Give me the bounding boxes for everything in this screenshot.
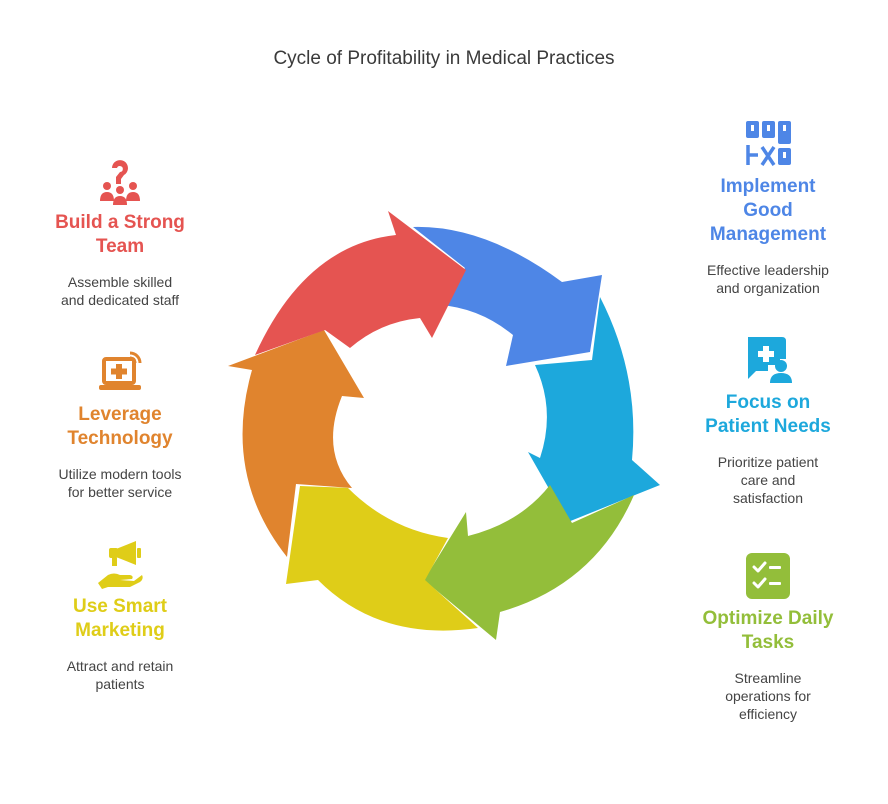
team-question-icon — [100, 160, 140, 205]
description-line: Effective leadership — [707, 262, 829, 278]
item-patient-needs: Focus on Patient Needs Prioritize patien… — [676, 335, 860, 507]
management-board-icon — [746, 121, 791, 166]
heading-line: Optimize Daily — [702, 608, 834, 629]
heading-line: Team — [95, 236, 145, 257]
page-title: Cycle of Profitability in Medical Practi… — [273, 48, 615, 69]
heading-line: Tasks — [741, 632, 795, 653]
heading-line: Good — [743, 200, 793, 221]
heading-line: Technology — [67, 428, 173, 449]
heading-line: Leverage — [78, 404, 162, 425]
laptop-medical-icon — [99, 351, 142, 390]
patient-care-icon — [748, 337, 792, 383]
description-line: Streamline — [734, 670, 802, 686]
item-good-management: Implement Good Management Effective lead… — [676, 119, 860, 297]
arrow-segment-red — [255, 211, 466, 355]
description-line: and dedicated staff — [60, 292, 180, 308]
arrow-segment-cyan — [528, 297, 660, 522]
description-line: Prioritize patient — [717, 454, 819, 470]
item-smart-marketing: Use Smart Marketing Attract and retain p… — [28, 539, 212, 693]
description-line: operations for — [725, 688, 811, 704]
heading-line: Build a Strong — [55, 212, 185, 233]
arrow-segment-blue — [413, 226, 602, 366]
item-daily-tasks: Optimize Daily Tasks Streamline operatio… — [676, 551, 860, 723]
megaphone-hand-icon — [98, 541, 143, 589]
description-line: for better service — [67, 484, 173, 500]
heading-line: Focus on — [725, 392, 811, 413]
heading-line: Use Smart — [73, 596, 167, 617]
description-line: Utilize modern tools — [58, 466, 182, 482]
arrow-segment-yellow — [286, 486, 478, 631]
heading-line: Implement — [720, 176, 816, 197]
description-line: Assemble skilled — [67, 274, 173, 290]
description-line: patients — [95, 676, 145, 692]
heading-line: Marketing — [75, 620, 165, 641]
description-line: Attract and retain — [66, 658, 174, 674]
item-leverage-technology: Leverage Technology Utilize modern tools… — [28, 347, 212, 501]
description-line: satisfaction — [732, 490, 804, 506]
heading-line: Patient Needs — [705, 416, 831, 437]
description-line: efficiency — [738, 706, 798, 722]
checklist-icon — [746, 553, 790, 599]
heading-line: Management — [709, 224, 827, 245]
arrow-segment-orange — [228, 330, 364, 557]
item-build-team: Build a Strong Team Assemble skilled and… — [28, 155, 212, 309]
description-line: and organization — [716, 280, 820, 296]
description-line: care and — [740, 472, 796, 488]
arrow-segment-green — [424, 485, 634, 640]
